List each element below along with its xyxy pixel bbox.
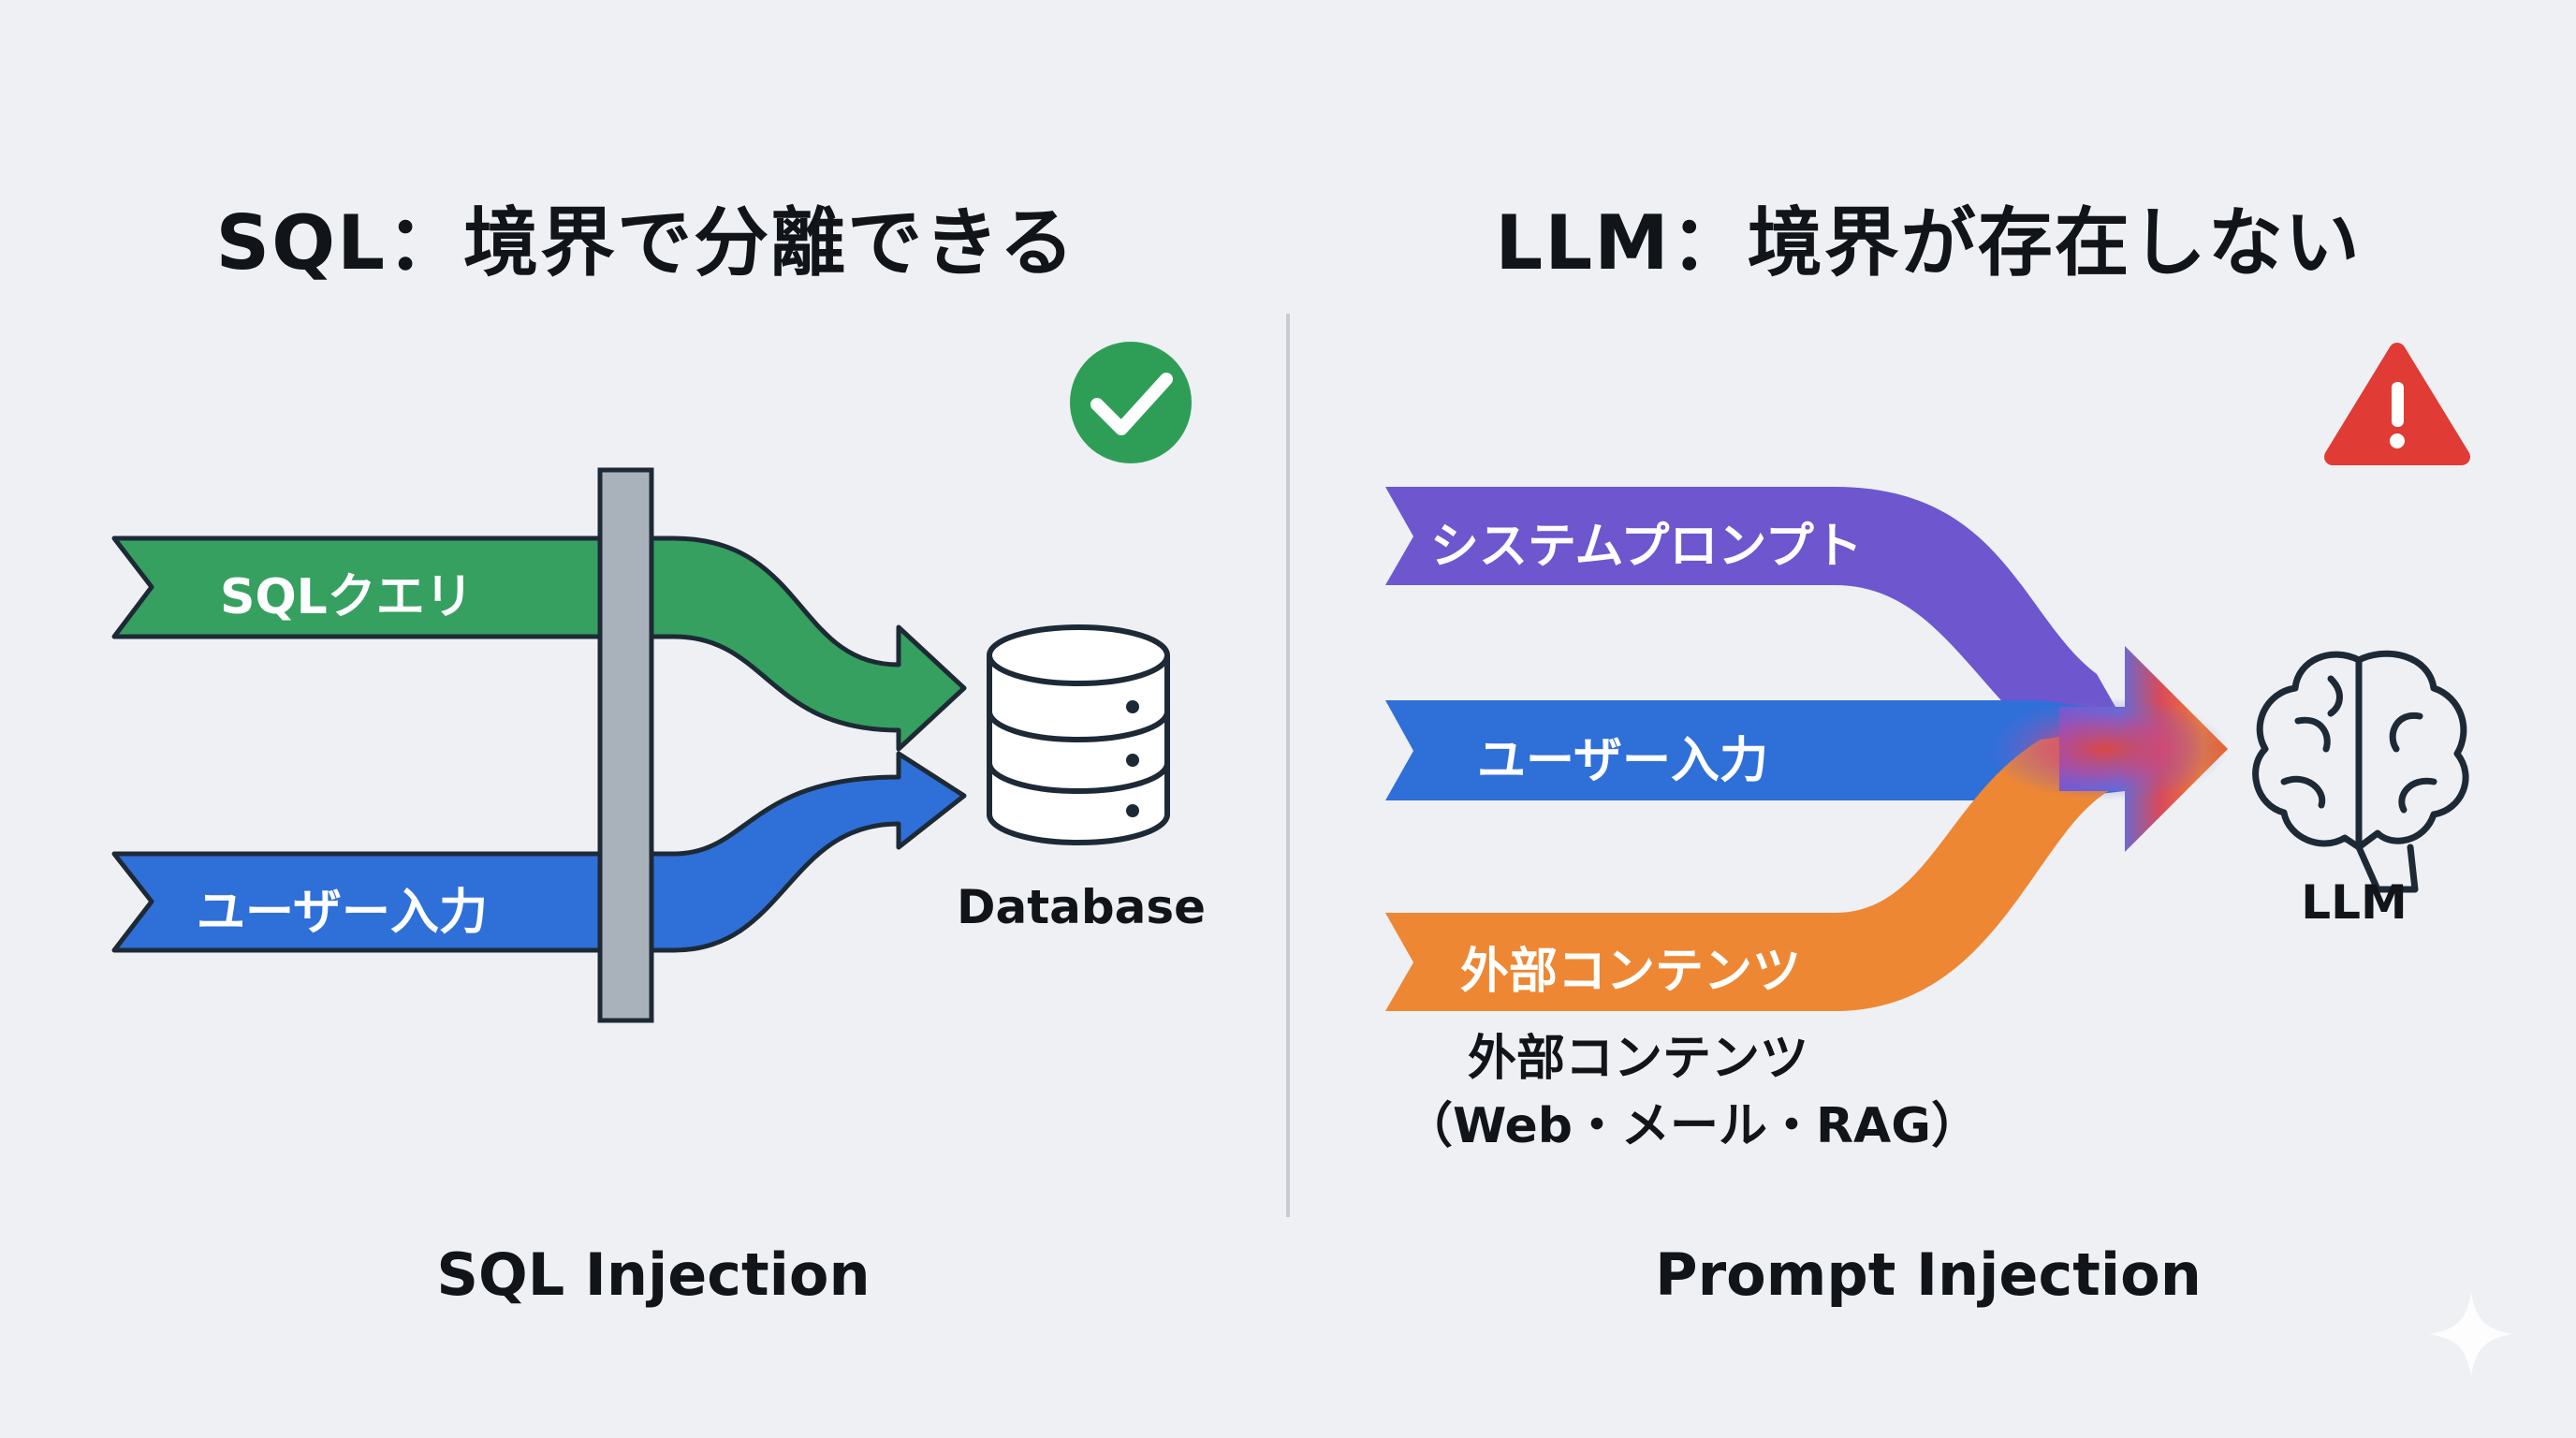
warning-triangle-icon [2324,343,2470,465]
external-content-band [1385,726,2134,1011]
sparkle-icon [2429,1292,2513,1376]
llm-panel-title: LLM：境界が存在しない [1495,199,2362,286]
database-icon [987,624,1170,845]
llm-user-input-label: ユーザー入力 [1477,733,1768,789]
external-content-note-line1: 外部コンテンツ [1467,1031,1808,1087]
sql-injection-caption: SQL Injection [436,1240,871,1309]
brain-icon [2252,650,2469,893]
external-content-label: 外部コンテンツ [1460,944,1802,1000]
external-content-note-line2: （Web・メール・RAG） [1404,1098,1980,1154]
external-content-note: 外部コンテンツ （Web・メール・RAG） [1404,1025,1980,1160]
llm-label: LLM [2301,875,2408,930]
check-circle-icon [1070,342,1192,463]
system-prompt-label: システムプロンプト [1430,519,1863,575]
sql-user-input-label: ユーザー入力 [197,885,488,941]
prompt-injection-caption: Prompt Injection [1655,1240,2202,1309]
sql-query-label: SQLクエリ [220,569,474,625]
sql-panel-title: SQL：境界で分離できる [215,199,1076,286]
database-label: Database [956,880,1207,934]
sql-query-band [111,536,967,752]
system-prompt-band [1385,487,2134,740]
blend-glow [1984,697,2228,800]
llm-user-input-band [1385,700,2125,800]
sql-user-input-band [111,751,967,953]
barrier-bar [597,467,654,1023]
